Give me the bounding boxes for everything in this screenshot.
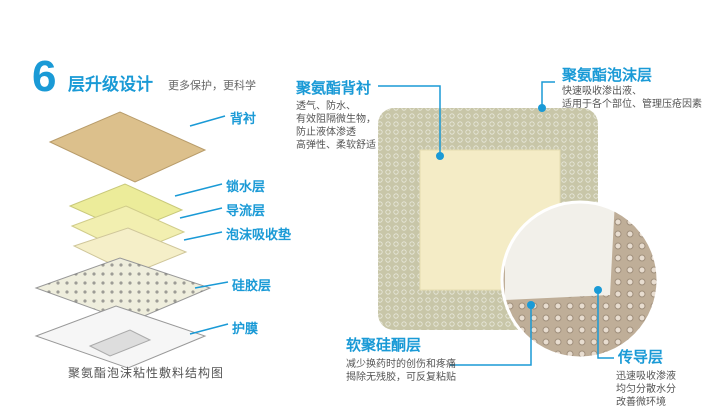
label-film: 护膜	[232, 322, 259, 337]
callout-foam-desc: 快速吸收渗出液、 适用于各个部位、管理压疮因素	[562, 86, 702, 110]
label-silicone: 硅胶层	[232, 279, 272, 294]
callout-backing-desc: 透气、防水、 有效阻隔微生物， 防止液体渗透 高弹性、柔软舒适	[296, 101, 376, 151]
callout-silicone-title: 软聚硅酮层	[346, 336, 422, 354]
label-foam-pad: 泡沫吸收垫	[226, 228, 292, 243]
callout-transfer-desc: 迅速吸收渗液 均匀分散水分 改善微环境	[616, 371, 676, 408]
layer-count: 6	[32, 52, 57, 101]
layer-silicone	[34, 257, 212, 323]
callout-backing-title: 聚氨酯背衬	[296, 79, 372, 97]
subtitle: 更多保护，更科学	[168, 79, 256, 92]
label-lock-layer: 锁水层	[226, 180, 266, 195]
layer-film	[34, 305, 207, 369]
callout-foam-title: 聚氨酯泡沫层	[562, 66, 653, 84]
label-backing: 背衬	[230, 112, 257, 127]
label-flow-layer: 导流层	[226, 204, 266, 219]
layer-backing	[48, 111, 207, 183]
callout-silicone-desc: 减少换药时的创伤和疼痛 揭除无残胶，可反复粘贴	[346, 359, 456, 383]
diagram-caption: 聚氨酯泡沫粘性敷料结构图	[68, 366, 225, 380]
callout-transfer-title: 传导层	[618, 348, 664, 366]
page-title: 层升级设计	[68, 75, 153, 95]
